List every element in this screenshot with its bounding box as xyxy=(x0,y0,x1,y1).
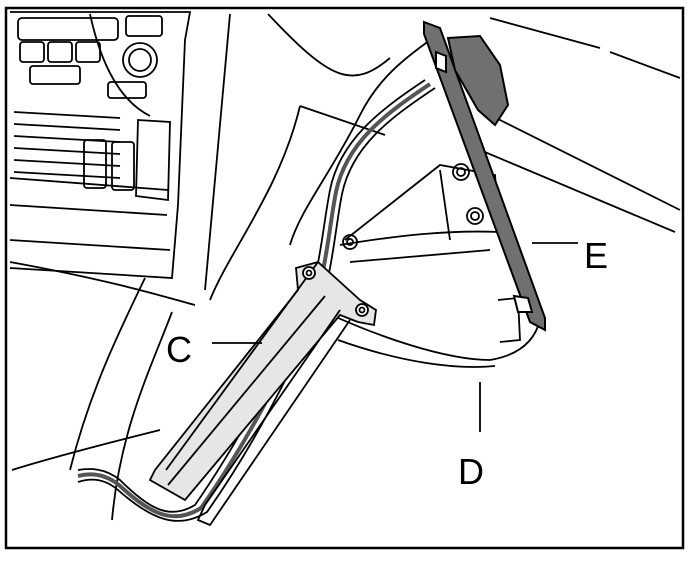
callout-d-label: D xyxy=(458,451,484,492)
dashboard-panel xyxy=(9,11,192,279)
mirror-base-plate xyxy=(423,20,546,332)
callout-c-label: C xyxy=(166,329,192,370)
trim-strip xyxy=(148,261,377,527)
callout-e-label: E xyxy=(584,235,608,276)
mirror-housing xyxy=(289,39,541,368)
leader-lines xyxy=(212,242,578,432)
